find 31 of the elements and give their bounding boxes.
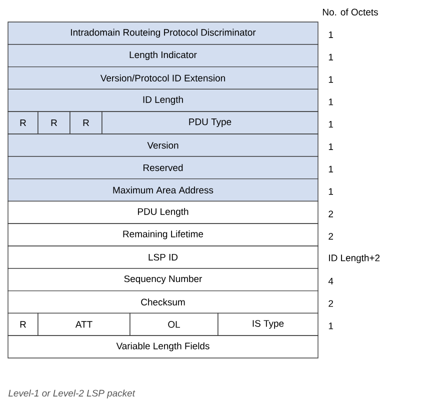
octet-count: 2 [328,210,333,218]
field-cell: Maximum Area Address [8,178,318,202]
octet-count: ID Length+2 [329,254,380,264]
field-cell: OL [130,312,218,336]
column-header: No. of Octets [322,8,378,16]
field-cell: Reserved [8,156,318,180]
caption: Level-1 or Level-2 LSP packet [8,390,136,398]
octet-count: 1 [328,143,333,150]
octet-count: 2 [328,233,333,240]
octet-count: 1 [328,54,333,60]
octet-count: 2 [328,300,333,307]
octet-count: 1 [328,188,333,195]
octet-count: 1 [328,322,333,330]
field-cell: R [8,111,38,134]
octet-count: 1 [328,166,333,172]
field-cell: R [70,111,102,134]
field-cell: R [38,111,70,134]
field-cell: Sequency Number [8,268,318,292]
field-cell: Remaining Lifetime [8,223,318,246]
field-cell: Intradomain Routeing Protocol Discriminator [8,22,318,45]
field-cell: Length Indicator [8,44,318,68]
field-cell: Version/Protocol ID Extension [8,66,318,90]
octet-count: 1 [328,98,333,106]
octet-count: 4 [328,278,334,284]
field-cell: PDU Length [8,200,318,224]
field-cell: IS Type [218,312,318,336]
octet-count: 1 [328,76,333,83]
field-cell: R [8,312,38,336]
octet-count: 1 [328,31,333,38]
field-cell: LSP ID [8,246,318,269]
octet-count: 1 [328,121,333,128]
